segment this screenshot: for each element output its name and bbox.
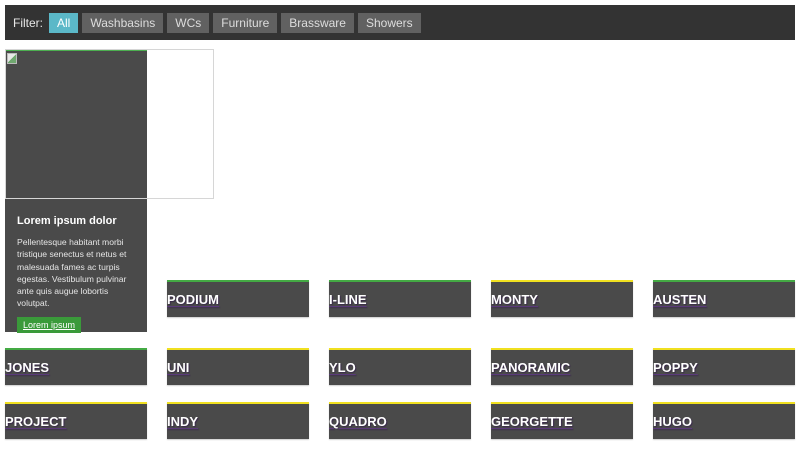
product-tile-hugo[interactable]: HUGO	[653, 402, 795, 439]
featured-text: Pellentesque habitant morbi tristique se…	[17, 237, 127, 309]
featured-title: Lorem ipsum dolor	[17, 215, 117, 227]
product-tile-panoramic[interactable]: PANORAMIC	[491, 348, 633, 385]
product-tile-georgette[interactable]: GEORGETTE	[491, 402, 633, 439]
product-tile-i-line[interactable]: I-LINE	[329, 280, 471, 317]
filter-showers-button[interactable]: Showers	[357, 12, 421, 33]
product-tile-monty[interactable]: MONTY	[491, 280, 633, 317]
tile-link[interactable]: PANORAMIC	[491, 360, 571, 375]
tile-link[interactable]: YLO	[329, 360, 356, 375]
product-tile-austen[interactable]: AUSTEN	[653, 280, 795, 317]
filter-wcs-button[interactable]: WCs	[167, 12, 210, 33]
product-tile-indy[interactable]: INDY	[167, 402, 309, 439]
filter-furniture-button[interactable]: Furniture	[213, 12, 278, 33]
tile-link[interactable]: QUADRO	[329, 414, 387, 429]
broken-image-icon	[7, 53, 17, 64]
tile-link[interactable]: INDY	[167, 414, 199, 429]
product-tile-ylo[interactable]: YLO	[329, 348, 471, 385]
tile-link[interactable]: JONES	[5, 360, 50, 375]
filter-washbasins-button[interactable]: Washbasins	[82, 12, 164, 33]
tile-link[interactable]: MONTY	[491, 292, 538, 307]
product-tile-uni[interactable]: UNI	[167, 348, 309, 385]
filter-label: Filter:	[13, 15, 43, 30]
product-tile-project[interactable]: PROJECT	[5, 402, 147, 439]
filter-bar: Filter: All Washbasins WCs Furniture Bra…	[5, 5, 795, 40]
tile-link[interactable]: PODIUM	[167, 292, 219, 307]
featured-card: Lorem ipsum dolor Pellentesque habitant …	[5, 49, 147, 333]
featured-link-button[interactable]: Lorem ipsum	[17, 316, 82, 333]
product-tile-podium[interactable]: PODIUM	[167, 280, 309, 317]
tile-link[interactable]: AUSTEN	[653, 292, 707, 307]
tile-link[interactable]: HUGO	[653, 414, 692, 429]
featured-body: Lorem ipsum dolor Pellentesque habitant …	[17, 215, 139, 333]
tile-link[interactable]: I-LINE	[329, 292, 367, 307]
product-tile-jones[interactable]: JONES	[5, 348, 147, 385]
featured-image	[5, 51, 147, 199]
tile-link[interactable]: PROJECT	[5, 414, 67, 429]
product-tile-quadro[interactable]: QUADRO	[329, 402, 471, 439]
filter-brassware-button[interactable]: Brassware	[281, 12, 354, 33]
tile-link[interactable]: UNI	[167, 360, 190, 375]
product-tile-poppy[interactable]: POPPY	[653, 348, 795, 385]
tile-link[interactable]: POPPY	[653, 360, 698, 375]
filter-all-button[interactable]: All	[49, 12, 79, 33]
tile-link[interactable]: GEORGETTE	[491, 414, 573, 429]
